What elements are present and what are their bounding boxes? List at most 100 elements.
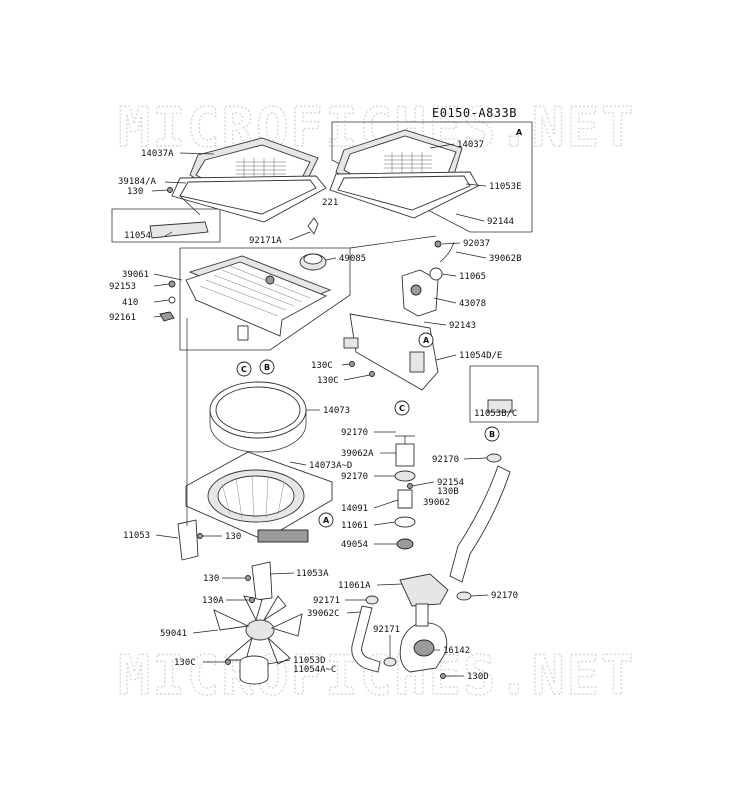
label-130b: 130B <box>437 487 459 497</box>
label-39061: 39061 <box>122 270 149 280</box>
label-92171a: 92171A <box>249 236 282 246</box>
housing-14091 <box>397 489 413 509</box>
bolt-130-top <box>167 187 173 193</box>
bolt-130b <box>407 483 413 489</box>
fan-shroud-14073ad <box>185 451 333 543</box>
label-16142: 16142 <box>443 646 470 656</box>
hose-39062 <box>449 465 511 583</box>
bolt-130c <box>369 371 375 377</box>
bracket-11054de <box>343 313 439 391</box>
label-92170-a: 92170 <box>341 428 368 438</box>
label-59041: 59041 <box>160 629 187 639</box>
part-number-labels: 14037A 39184/A 130 221 11054 92171A 1403… <box>109 140 522 682</box>
svg-text:B: B <box>264 363 270 372</box>
clamp-92170 <box>394 470 416 482</box>
label-14073: 14073 <box>323 406 350 416</box>
bolt-130-mid <box>197 533 203 539</box>
reserve-tank-43078 <box>401 240 455 317</box>
label-92171-a: 92171 <box>313 596 340 606</box>
label-410: 410 <box>122 298 138 308</box>
callout-a-shroud <box>318 512 334 528</box>
cover-14037a <box>171 137 327 223</box>
label-130-mid: 130 <box>225 532 241 542</box>
label-92144: 92144 <box>487 217 514 227</box>
label-11053: 11053 <box>123 531 150 541</box>
callout-a-bracket <box>418 332 434 348</box>
label-11054ac: 11054A~C <box>293 665 336 675</box>
label-43078: 43078 <box>459 299 486 309</box>
bolt-130a <box>249 597 255 603</box>
label-39062a: 39062A <box>341 449 374 459</box>
cap-49085 <box>299 253 327 271</box>
clamp-92171-b <box>383 657 397 667</box>
label-39062b: 39062B <box>489 254 522 264</box>
label-11054de: 11054D/E <box>459 351 502 361</box>
label-92171-b: 92171 <box>373 625 400 635</box>
fan-59041 <box>213 595 303 665</box>
label-130c-b: 130C <box>317 376 339 386</box>
label-130c-fan: 130C <box>174 658 196 668</box>
bracket-11053bc <box>487 399 513 413</box>
label-92170-c: 92170 <box>432 455 459 465</box>
clamp-92170-c <box>456 591 472 601</box>
bolt-130c-upper <box>349 361 355 367</box>
bracket-11054 <box>149 221 209 239</box>
label-11054: 11054 <box>124 231 151 241</box>
watermark-bottom: MICROFICHES.NET <box>118 644 636 707</box>
bolt-130c-fan <box>225 659 231 665</box>
label-14037: 14037 <box>457 140 484 150</box>
label-49085: 49085 <box>339 254 366 264</box>
label-11065: 11065 <box>459 272 486 282</box>
bracket-11053 <box>177 519 199 561</box>
svg-text:A: A <box>323 516 330 525</box>
label-92170-d: 92170 <box>491 591 518 601</box>
clamp-92170-b <box>486 453 502 463</box>
label-92153: 92153 <box>109 282 136 292</box>
label-14091: 14091 <box>341 504 368 514</box>
water-pump-16142 <box>399 573 449 673</box>
label-130d: 130D <box>467 672 489 682</box>
label-39184a: 39184/A <box>118 177 157 187</box>
label-92143: 92143 <box>449 321 476 331</box>
grommet-92161 <box>159 311 175 322</box>
label-39062: 39062 <box>423 498 450 508</box>
thermostat-49054 <box>396 538 414 550</box>
cover-group-frame <box>331 121 533 233</box>
bolt-130d <box>440 673 446 679</box>
label-11053a: 11053A <box>296 569 329 579</box>
label-14073ad: 14073A~D <box>309 461 352 471</box>
label-130a: 130A <box>202 596 224 606</box>
label-130c-a: 130C <box>311 361 333 371</box>
bracket-group-frame <box>111 208 221 243</box>
spacer-11053d <box>239 655 269 685</box>
label-11053e: 11053E <box>489 182 522 192</box>
washer-410 <box>168 296 176 304</box>
leader-lines <box>151 143 489 677</box>
callout-c-radiator <box>236 361 252 377</box>
label-49054: 49054 <box>341 540 368 550</box>
label-221: 221 <box>322 198 338 208</box>
svg-text:C: C <box>241 365 247 374</box>
label-11061a: 11061A <box>338 581 371 591</box>
fan-shroud-ring-14073 <box>209 381 307 453</box>
svg-text:B: B <box>489 430 495 439</box>
label-92170-b: 92170 <box>341 472 368 482</box>
bolt-130-lower <box>245 575 251 581</box>
cap-11065 <box>429 267 443 281</box>
clamp-92171 <box>365 595 379 605</box>
label-11053bc: 11053B/C <box>474 409 517 419</box>
label-11061: 11061 <box>341 521 368 531</box>
diagram-code: E0150-A833B <box>432 106 517 120</box>
pipe-39062a <box>395 443 415 467</box>
bracket-bc-frame <box>469 365 539 423</box>
radiator-group-frame <box>179 247 351 351</box>
cover-14037 <box>329 129 479 219</box>
label-39062c: 39062C <box>307 609 340 619</box>
callout-b-hose <box>484 426 500 442</box>
bolt-92153 <box>168 280 176 288</box>
svg-text:A: A <box>423 336 430 345</box>
callout-a-frame: A <box>516 128 523 137</box>
label-14037a: 14037A <box>141 149 174 159</box>
